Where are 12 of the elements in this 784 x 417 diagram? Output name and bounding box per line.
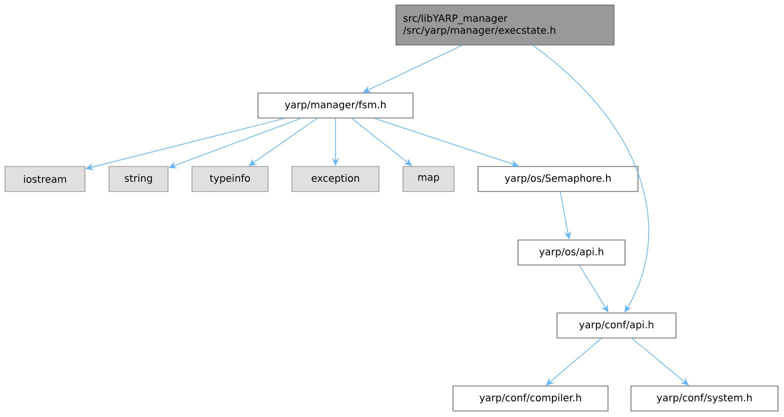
system-header-box: string: [108, 166, 168, 192]
system-header-box: exception: [292, 166, 380, 192]
system-header-box: iostream: [4, 166, 86, 192]
header-file-box: yarp/manager/fsm.h: [258, 92, 414, 118]
header-file-box: yarp/conf/system.h: [630, 386, 778, 412]
header-file-box: yarp/conf/api.h: [556, 312, 676, 338]
header-file-box: yarp/os/Semaphore.h: [478, 166, 638, 192]
system-header-box: typeinfo: [192, 166, 268, 192]
system-header-box: map: [402, 166, 454, 192]
header-file-box: yarp/os/api.h: [518, 240, 626, 266]
header-file-box: src/libYARP_manager /src/yarp/manager/execstate.h: [396, 4, 614, 46]
header-file-box: yarp/conf/compiler.h: [452, 386, 608, 412]
